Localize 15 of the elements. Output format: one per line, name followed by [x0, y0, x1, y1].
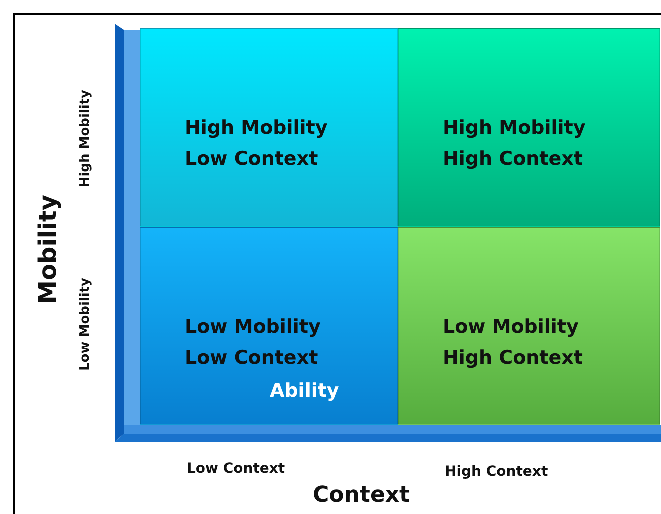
axis-tick-label: High Context [445, 464, 548, 480]
axis-title: Context [313, 483, 410, 508]
quadrant-caption: Ability [270, 380, 340, 402]
quadrant-panel [398, 227, 660, 425]
axis-title: Mobility [34, 195, 62, 304]
quadrant-label: Low Mobility Low Context [185, 315, 322, 371]
quadrant-panel [398, 28, 660, 227]
axis-tick-label: Low Mobility [78, 278, 93, 371]
quadrant-panel [140, 28, 398, 227]
quadrant-panel [140, 227, 398, 425]
axis-tick-label: High Mobility [78, 90, 93, 188]
quadrant-label: High Mobility Low Context [185, 116, 329, 172]
axis-tick-label: Low Context [187, 461, 286, 477]
quadrant-label: Low Mobility High Context [443, 315, 584, 371]
quadrant-label: High Mobility High Context [443, 116, 587, 172]
